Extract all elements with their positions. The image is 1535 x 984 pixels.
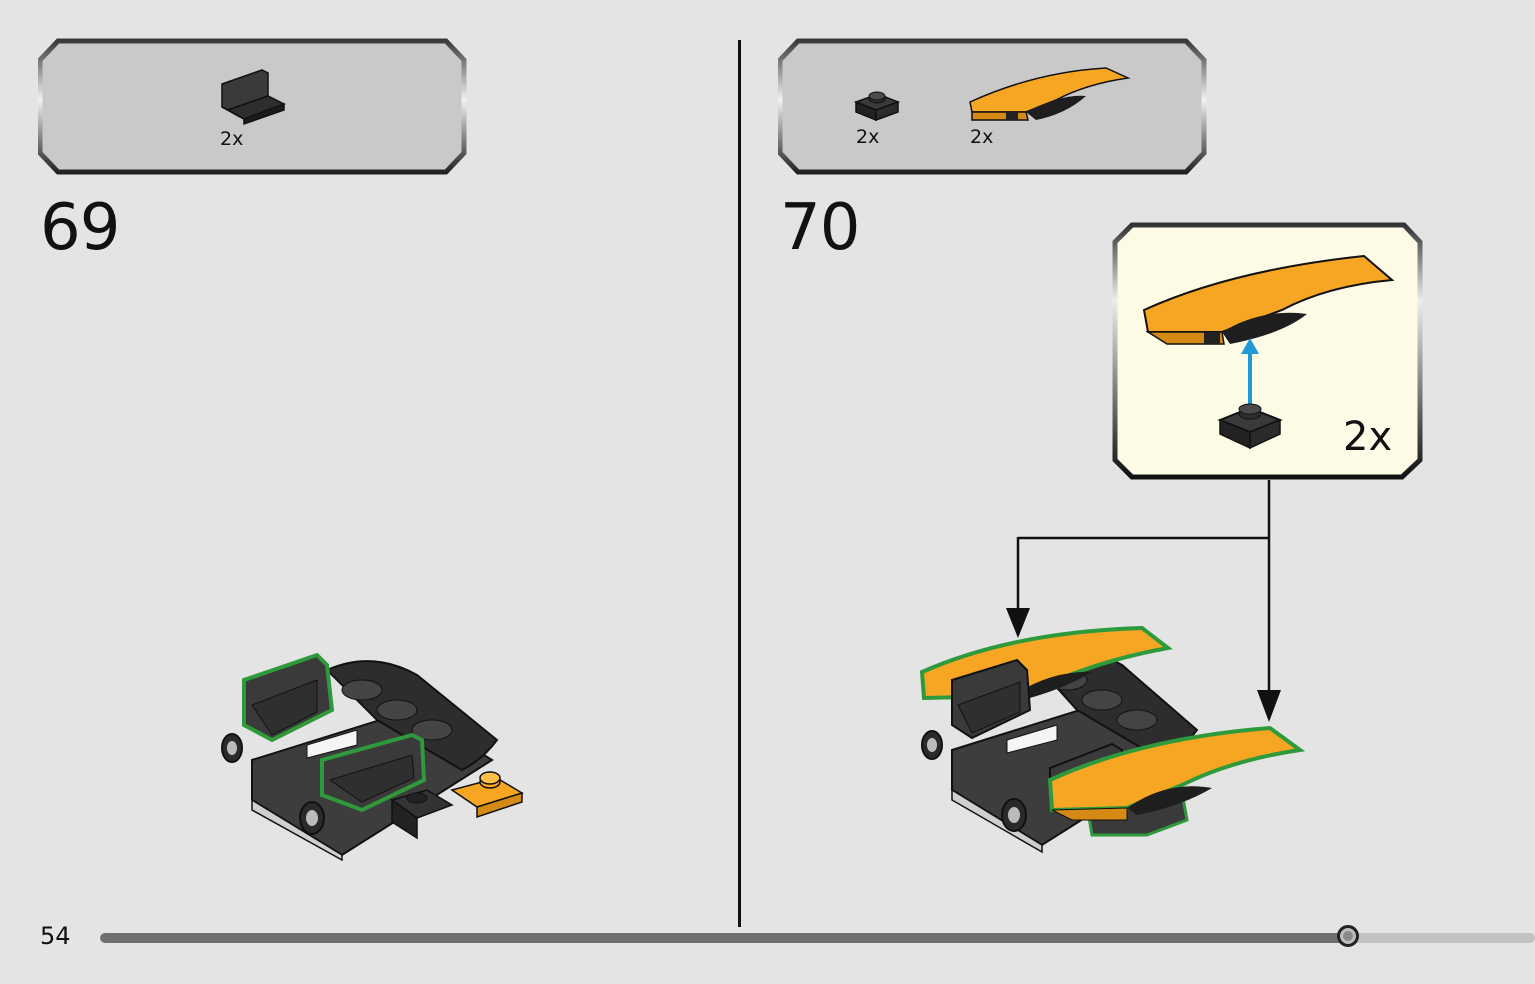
progress-marker [1337, 925, 1360, 947]
progress-bar [100, 933, 1535, 943]
part-quantity: 2x [856, 126, 880, 148]
progress-bar-fill [100, 933, 1349, 943]
step-69-assembly-illustration [221, 652, 524, 862]
sub-assembly-callout [1112, 222, 1423, 480]
orange-curved-slope-icon [969, 67, 1131, 121]
step-70-assembly-illustration [919, 625, 1306, 854]
callout-quantity: 2x [1343, 414, 1393, 460]
step-number-69: 69 [40, 191, 120, 265]
page-number: 54 [40, 922, 71, 950]
black-plate-icon [853, 91, 901, 122]
part-quantity: 2x [220, 128, 244, 150]
callout-connector-arrows [1006, 480, 1281, 722]
page-divider [738, 40, 741, 927]
dark-gray-panel-icon [221, 69, 286, 126]
part-quantity: 2x [970, 126, 994, 148]
step-number-70: 70 [780, 191, 860, 265]
